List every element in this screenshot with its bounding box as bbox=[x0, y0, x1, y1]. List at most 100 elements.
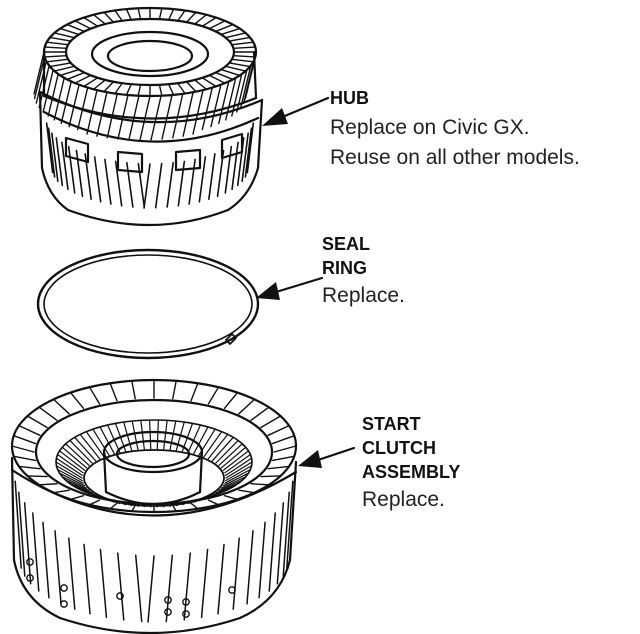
clutch-plate-tooth bbox=[123, 421, 133, 452]
clutch-rim-notch bbox=[172, 504, 177, 512]
clutch-rim-notch bbox=[13, 455, 37, 462]
hub-gear-tooth bbox=[236, 69, 248, 113]
hub-gear-tooth bbox=[172, 93, 184, 139]
hub-spline bbox=[241, 132, 249, 183]
clutch-drum-flute bbox=[68, 537, 76, 610]
hub-top-tooth bbox=[193, 14, 208, 25]
hub-top-tooth bbox=[103, 81, 115, 93]
hub-top-tooth bbox=[224, 65, 247, 72]
hub-top-tooth bbox=[228, 36, 251, 42]
clutch-rim-notch bbox=[271, 434, 295, 445]
clutch-rim-notch bbox=[26, 475, 48, 478]
clutch-plate-tooth bbox=[55, 461, 83, 479]
clutch-plate-tooth bbox=[207, 433, 229, 460]
hub-top-tooth bbox=[59, 27, 80, 36]
hub-splines bbox=[45, 122, 255, 209]
clutch-plate-tooth bbox=[218, 443, 243, 467]
clutch-drum-flute bbox=[32, 512, 40, 592]
hub-gear-tooth bbox=[225, 77, 237, 121]
hub-top-tooth bbox=[201, 77, 217, 88]
clutch-hole bbox=[26, 558, 34, 566]
hub-spline bbox=[177, 160, 186, 207]
hub-top-tooth bbox=[83, 16, 99, 27]
hub-gear-tooth bbox=[86, 89, 98, 135]
clutch-drum-flute bbox=[268, 512, 276, 592]
hub-top-tooth bbox=[177, 9, 186, 22]
hub-top-tooth bbox=[220, 68, 241, 77]
hub-bore-inner bbox=[106, 39, 194, 73]
hub-gear-tooth bbox=[128, 95, 140, 141]
clutch-rim-notch bbox=[13, 434, 37, 445]
clutch-rim-notch bbox=[88, 386, 101, 405]
hub-gear-tooth bbox=[47, 73, 59, 117]
hub-spline bbox=[75, 149, 84, 198]
hub-top-tooth bbox=[137, 84, 142, 97]
clutch-center-boss-top bbox=[102, 430, 204, 474]
hub-top-tooth bbox=[167, 83, 175, 96]
clutch-inner-wall bbox=[34, 398, 274, 506]
hub-spline bbox=[143, 163, 151, 209]
hub-body-right-edge bbox=[226, 98, 264, 212]
clutch-plate-tooth bbox=[56, 453, 84, 474]
hub-spline bbox=[231, 141, 239, 191]
clutch-hole bbox=[60, 584, 68, 592]
clutch-rim-notch bbox=[18, 424, 41, 437]
seal-ring-title-line: RING bbox=[322, 258, 367, 278]
hub-flange-lower bbox=[42, 110, 260, 143]
clutch-hole bbox=[116, 592, 124, 600]
seal-ring-outer bbox=[36, 248, 260, 360]
clutch-rim-notch bbox=[250, 406, 270, 421]
hub-spline bbox=[224, 145, 233, 194]
hub-top-tooth bbox=[92, 14, 107, 25]
hub-bore-outer bbox=[90, 30, 210, 78]
hub-top-tooth bbox=[158, 7, 163, 20]
hub-top-tooth bbox=[193, 79, 208, 90]
hub-top-tooth bbox=[43, 54, 68, 58]
hub-top-tooth bbox=[220, 27, 241, 36]
clutch-drum-flute bbox=[117, 552, 125, 621]
clutch-hole bbox=[164, 596, 172, 604]
clutch-rim-notch bbox=[38, 483, 58, 486]
clutch-rim-notch bbox=[238, 489, 256, 494]
clutch-center-bore bbox=[115, 439, 191, 469]
clutch-drum-bottom bbox=[58, 616, 242, 634]
hub-top-tooth bbox=[114, 82, 123, 95]
hub-top-tooth bbox=[66, 71, 86, 81]
seal-ring-drawing bbox=[36, 248, 260, 360]
hub-tab bbox=[174, 148, 202, 172]
hub-helical-teeth bbox=[33, 51, 257, 141]
hub-top-tooth bbox=[49, 36, 72, 42]
hub-top-tooth bbox=[103, 11, 115, 23]
start-clutch-title-line: CLUTCH bbox=[362, 438, 436, 458]
clutch-rim-notch bbox=[271, 455, 295, 462]
hub-top-tooth bbox=[167, 8, 175, 21]
hub-gear-tooth bbox=[210, 83, 222, 128]
hub-gear-tooth bbox=[161, 94, 173, 140]
clutch-plate-tooth bbox=[99, 426, 115, 455]
clutch-hole bbox=[164, 608, 172, 616]
start-clutch-title-line: START bbox=[362, 414, 421, 434]
hub-drawing bbox=[33, 6, 264, 227]
hub-top-tooth bbox=[137, 7, 142, 20]
hub-top-tooth bbox=[125, 83, 133, 96]
hub-top-tooth bbox=[66, 23, 86, 33]
clutch-plate-tooth bbox=[69, 482, 93, 494]
hub-gear-tooth bbox=[53, 77, 65, 121]
hub-spline bbox=[166, 162, 174, 208]
clutch-rim-notch bbox=[88, 499, 101, 506]
hub-spline bbox=[114, 160, 123, 207]
clutch-plate-tooth bbox=[149, 419, 152, 450]
clutch-plate-tooth bbox=[220, 446, 247, 469]
hub-gear-tooth bbox=[33, 51, 45, 95]
hub-top-tooth bbox=[43, 46, 68, 50]
hub-gear-tooth bbox=[192, 89, 204, 135]
clutch-rim-notch bbox=[267, 424, 290, 437]
hub-top-teeth bbox=[43, 7, 257, 97]
clutch-plate-tooth bbox=[131, 420, 139, 451]
clutch-drum-flute bbox=[282, 491, 290, 577]
clutch-plate-tooth bbox=[225, 457, 253, 477]
clutch-rim-notch bbox=[131, 504, 136, 512]
clutch-rim-notch bbox=[207, 386, 220, 405]
clutch-piston-ring bbox=[83, 449, 225, 507]
